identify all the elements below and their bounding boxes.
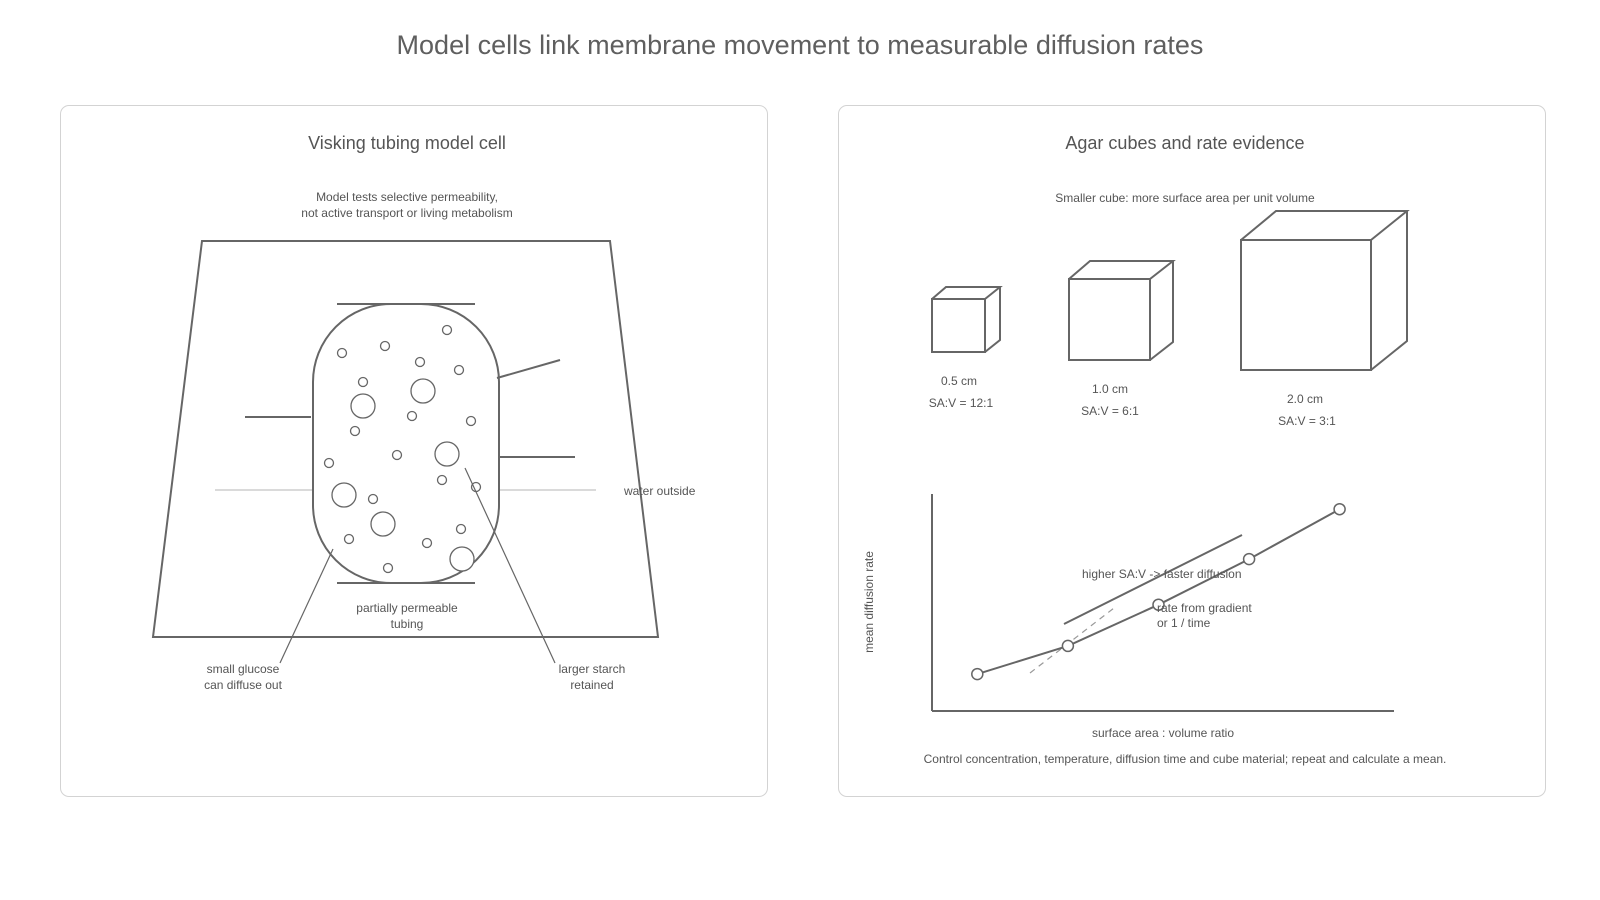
data-series — [971, 502, 1346, 681]
agar-panel: Agar cubes and rate evidence Smaller cub… — [838, 105, 1546, 797]
cube-size-label: 0.5 cm — [941, 374, 977, 388]
glucose-particle — [391, 449, 403, 461]
glucose-particle — [367, 493, 379, 505]
starch-particle — [331, 482, 357, 508]
starch-particle — [370, 511, 396, 537]
glucose-particle — [414, 356, 426, 368]
tubing-label-line-2: tubing — [391, 617, 424, 631]
tubing-tick-top-right — [496, 359, 561, 379]
glucose-particle — [379, 340, 391, 352]
cubes-caption: Smaller cube: more surface area per unit… — [1055, 191, 1315, 205]
cube-front-face — [931, 298, 986, 353]
data-point — [1333, 502, 1346, 516]
tubing-label-line-1: partially permeable — [356, 601, 458, 615]
agar-diagram: Agar cubes and rate evidence Smaller cub… — [862, 133, 1447, 766]
model-note-line-2: not active transport or living metabolis… — [301, 206, 512, 220]
glucose-particle — [349, 425, 361, 437]
glucose-particle — [357, 376, 369, 388]
data-point — [1152, 598, 1165, 611]
glucose-particle — [382, 562, 394, 574]
starch-leader-line — [464, 467, 556, 664]
starch-particle — [350, 393, 376, 419]
glucose-leader-line — [279, 548, 334, 664]
glucose-particle — [343, 533, 355, 545]
cube-size-label: 1.0 cm — [1092, 382, 1128, 396]
visking-panel: Visking tubing model cell Model tests se… — [60, 105, 768, 797]
gradient-annotation-line-1: rate from gradient — [1157, 601, 1252, 615]
agar-cube-medium: 1.0 cm SA:V = 6:1 — [1068, 260, 1176, 418]
controls-footer: Control concentration, temperature, diff… — [924, 752, 1447, 766]
cube-ratio-label: SA:V = 12:1 — [929, 396, 994, 410]
starch-label-line-1: larger starch — [559, 662, 626, 676]
glucose-label-line-2: can diffuse out — [204, 678, 283, 692]
water-label: water outside — [623, 484, 696, 498]
cube-size-label: 2.0 cm — [1287, 392, 1323, 406]
cube-front-face — [1068, 278, 1151, 361]
visking-diagram: Visking tubing model cell Model tests se… — [151, 133, 696, 692]
glucose-particle — [441, 324, 453, 336]
starch-label-line-2: retained — [570, 678, 613, 692]
cube-ratio-label: SA:V = 6:1 — [1081, 404, 1139, 418]
gradient-dashed-line — [1029, 607, 1115, 674]
page-title: Model cells link membrane movement to me… — [396, 30, 1204, 60]
glucose-particle — [323, 457, 335, 469]
model-note-line-1: Model tests selective permeability, — [316, 190, 498, 204]
y-axis-label: mean diffusion rate — [862, 551, 876, 653]
glucose-particle — [453, 364, 465, 376]
trend-annotation: higher SA:V -> faster diffusion — [1082, 567, 1242, 581]
glucose-label-line-1: small glucose — [207, 662, 280, 676]
data-point — [1061, 639, 1075, 653]
glucose-particle — [421, 537, 433, 549]
gradient-annotation-line-2: or 1 / time — [1157, 616, 1211, 630]
glucose-particle — [406, 410, 418, 422]
cube-front-face — [1240, 239, 1372, 371]
particles — [323, 324, 482, 574]
beaker-outline — [151, 240, 660, 638]
series-line — [977, 508, 1341, 676]
starch-particle — [449, 546, 475, 572]
glucose-particle — [455, 523, 467, 535]
agar-cube-large: 2.0 cm SA:V = 3:1 — [1240, 210, 1410, 428]
starch-particle — [434, 441, 460, 467]
visking-tubing — [312, 303, 500, 584]
cube-edges — [1240, 210, 1410, 371]
diffusion-rate-chart: surface area : volume ratio mean diffusi… — [862, 494, 1394, 740]
data-point — [971, 667, 984, 681]
agar-cube-small: 0.5 cm SA:V = 12:1 — [929, 286, 1003, 410]
x-axis-label: surface area : volume ratio — [1092, 726, 1234, 740]
cube-edges — [931, 286, 1003, 353]
data-point — [1242, 552, 1256, 566]
glucose-particle — [436, 474, 448, 486]
trend-line — [1063, 534, 1243, 625]
glucose-particle — [465, 415, 477, 427]
cube-ratio-label: SA:V = 3:1 — [1278, 414, 1336, 428]
starch-particle — [410, 378, 436, 404]
glucose-particle — [336, 347, 348, 359]
cube-edges — [1068, 260, 1176, 361]
visking-panel-title: Visking tubing model cell — [308, 133, 506, 153]
agar-panel-title: Agar cubes and rate evidence — [1065, 133, 1304, 153]
